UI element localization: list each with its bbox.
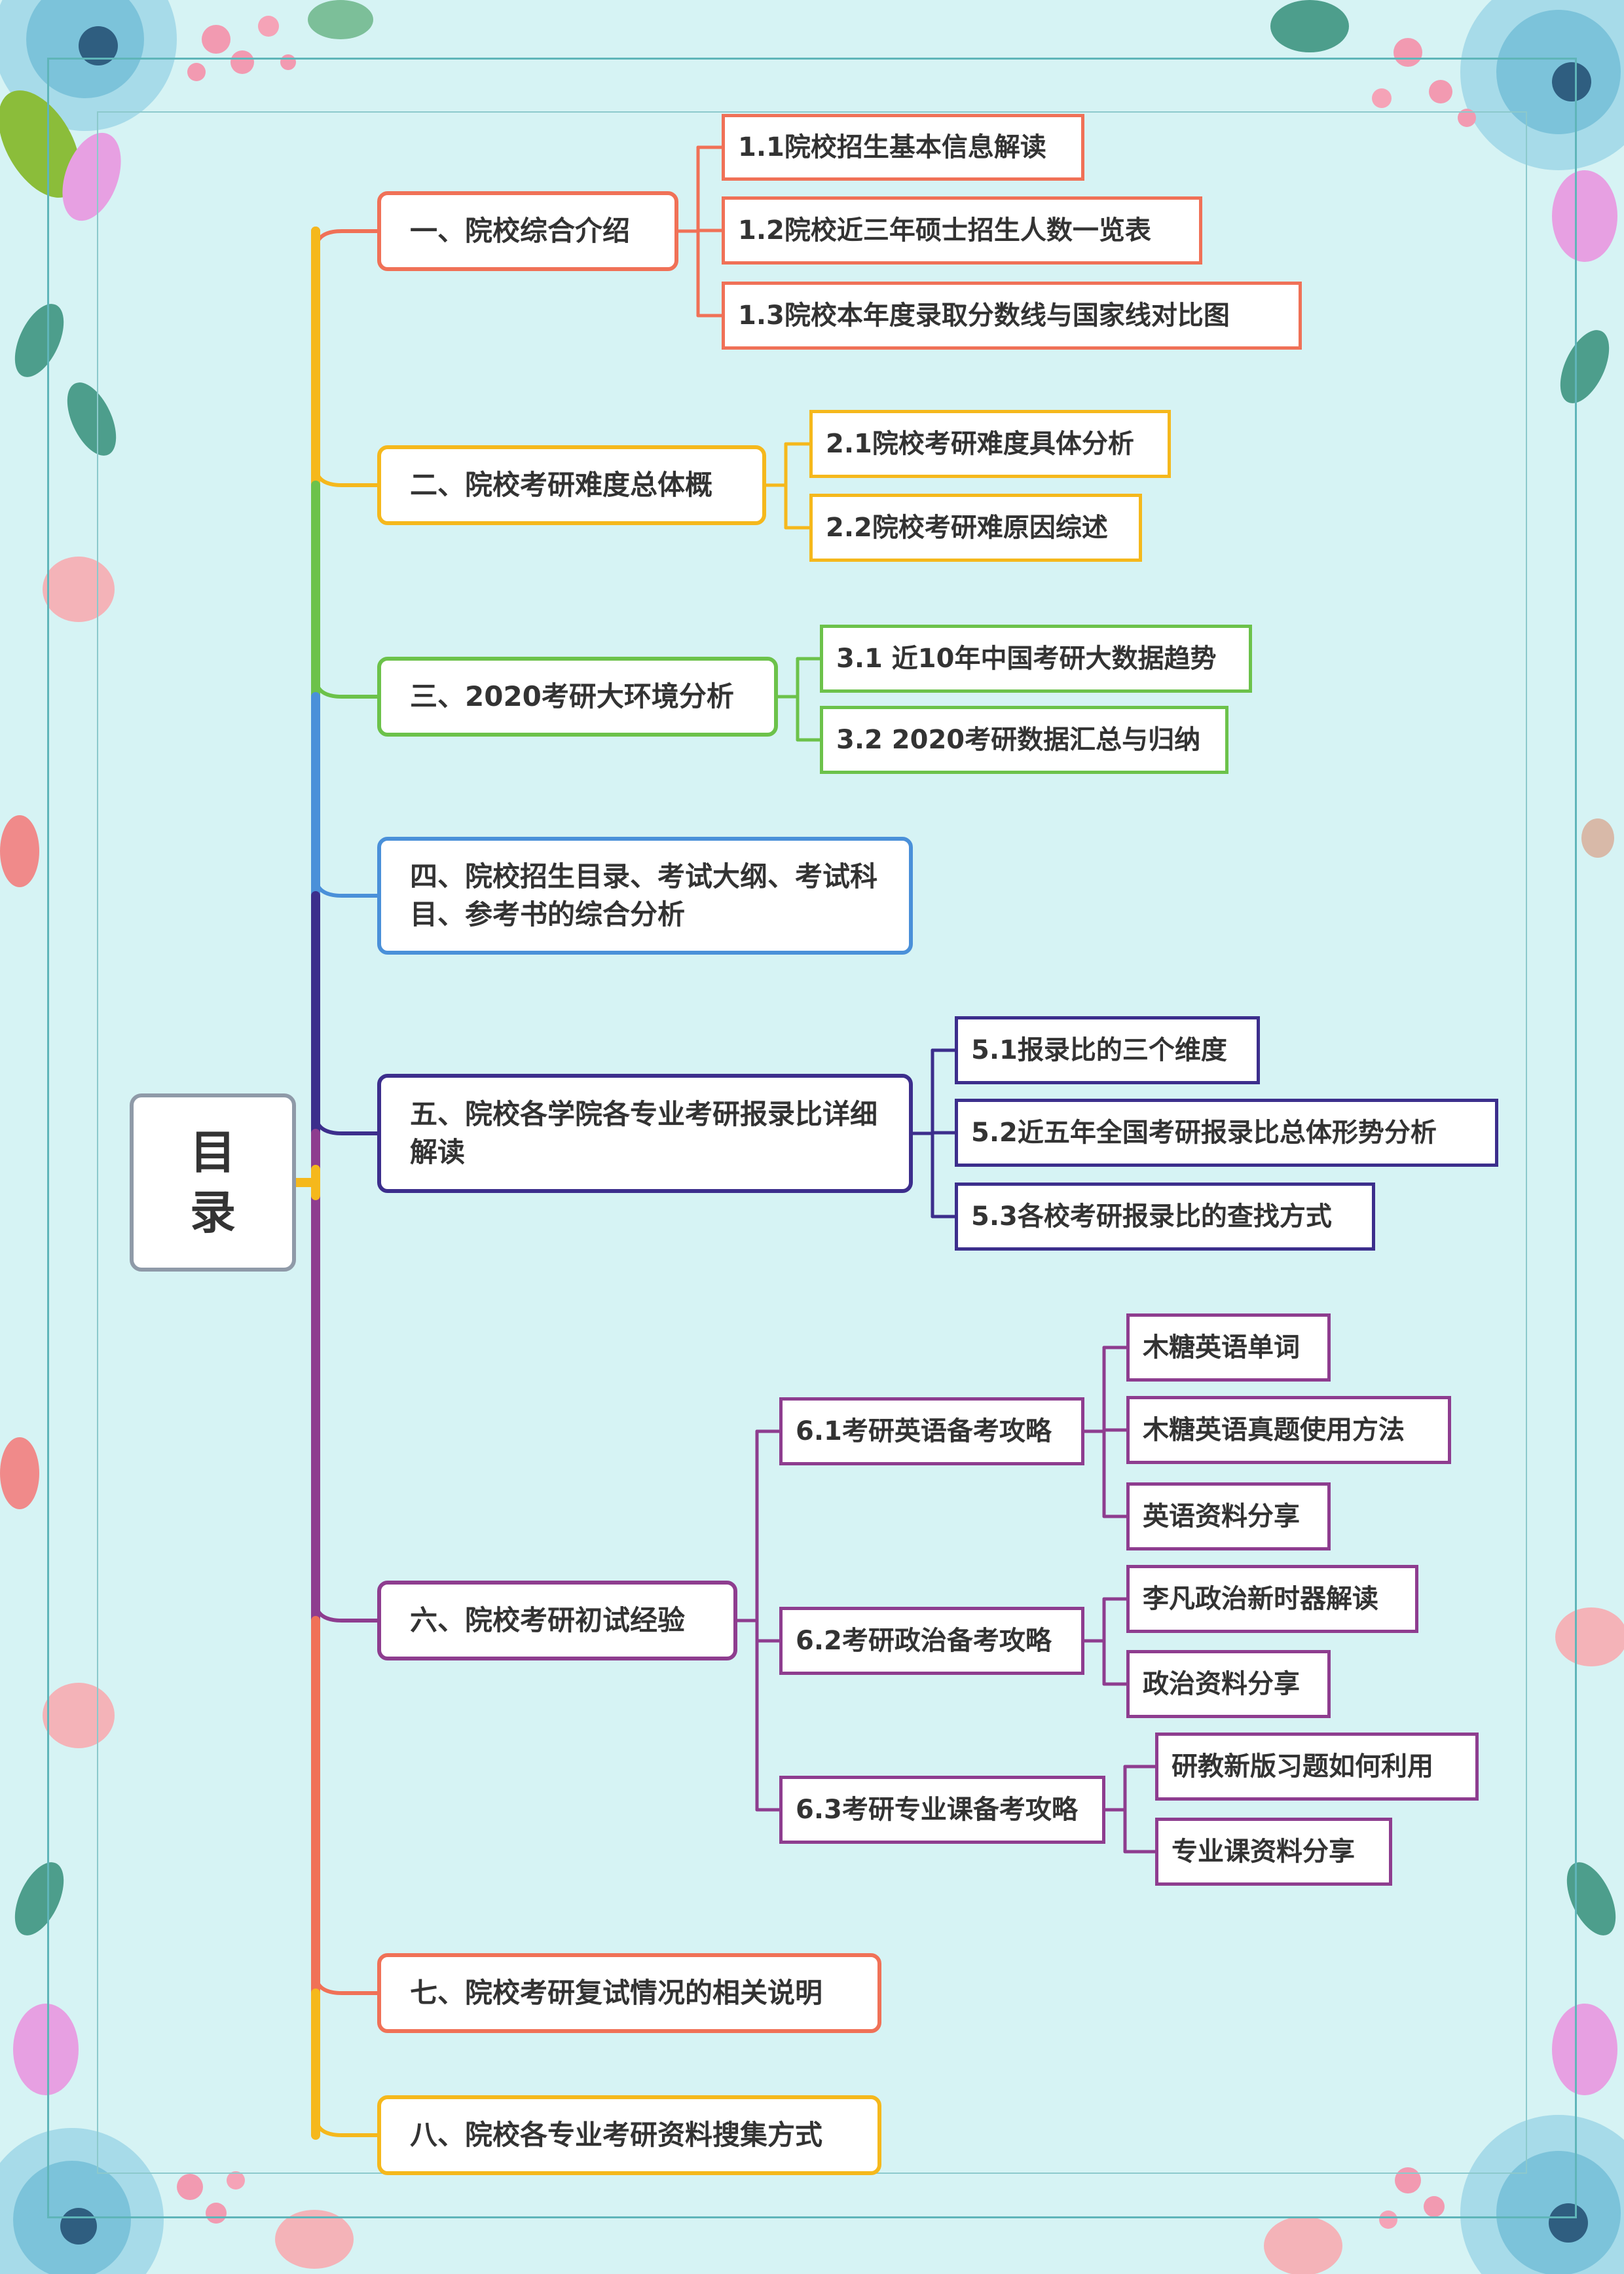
leaf-node-6-2-2-label: 政治资料分享 <box>1143 1669 1300 1699</box>
leaf-node-6-1-2-label: 木糖英语真题使用方法 <box>1143 1415 1405 1445</box>
subsection-node-6-3: 6.3考研专业课备考攻略 <box>779 1776 1105 1844</box>
subsection-node-2-2: 2.2院校考研难原因综述 <box>809 494 1142 562</box>
branch-link-5 <box>314 1113 377 1135</box>
section-node-3-label: 三、2020考研大环境分析 <box>410 680 734 712</box>
subsection-node-6-1-label: 6.1考研英语备考攻略 <box>796 1416 1052 1446</box>
subsection-node-1-3-label: 1.3院校本年度录取分数线与国家线对比图 <box>738 301 1230 331</box>
branch-link-3 <box>314 676 377 699</box>
section-node-2-label: 二、院校考研难度总体概 <box>410 469 713 501</box>
subsection-node-5-3: 5.3各校考研报录比的查找方式 <box>955 1183 1375 1251</box>
flower-decoration-bottom-left <box>0 1437 354 2274</box>
subsection-node-5-2-label: 5.2近五年全国考研报录比总体形势分析 <box>971 1118 1437 1148</box>
leaf-node-6-3-1: 研教新版习题如何利用 <box>1155 1733 1479 1801</box>
leaf-node-6-1-1: 木糖英语单词 <box>1126 1313 1331 1382</box>
subsection-node-3-1: 3.1 近10年中国考研大数据趋势 <box>820 625 1252 693</box>
subsection-node-5-1: 5.1报录比的三个维度 <box>955 1016 1260 1084</box>
subsection-node-5-3-label: 5.3各校考研报录比的查找方式 <box>971 1201 1332 1232</box>
subsection-node-6-1: 6.1考研英语备考攻略 <box>779 1397 1084 1465</box>
subsection-node-1-1-label: 1.1院校招生基本信息解读 <box>738 132 1046 162</box>
subsection-node-1-2-label: 1.2院校近三年硕士招生人数一览表 <box>738 215 1151 246</box>
section-node-7-label: 七、院校考研复试情况的相关说明 <box>410 1977 823 2009</box>
root-label: 目录 <box>190 1126 236 1239</box>
subsection-node-2-2-label: 2.2院校考研难原因综述 <box>826 513 1108 543</box>
subsection-node-1-2: 1.2院校近三年硕士招生人数一览表 <box>722 196 1202 265</box>
branch-link-8 <box>314 2115 377 2137</box>
root-node: 目录 <box>130 1093 296 1272</box>
subsection-node-3-1-label: 3.1 近10年中国考研大数据趋势 <box>836 644 1217 674</box>
section-node-7: 七、院校考研复试情况的相关说明 <box>377 1953 881 2033</box>
flower-decoration-bottom-right <box>1264 1607 1624 2274</box>
subsection-node-6-3-label: 6.3考研专业课备考攻略 <box>796 1795 1078 1825</box>
section-node-1: 一、院校综合介绍 <box>377 191 678 271</box>
leaf-node-6-1-3-label: 英语资料分享 <box>1143 1501 1300 1531</box>
flower-decoration-top-right <box>1270 0 1624 858</box>
connector-lines <box>291 145 1157 2140</box>
leaf-node-6-2-1: 李凡政治新时器解读 <box>1126 1565 1418 1633</box>
subsection-node-1-3: 1.3院校本年度录取分数线与国家线对比图 <box>722 282 1302 350</box>
section-node-2: 二、院校考研难度总体概 <box>377 445 766 525</box>
subsection-node-2-1: 2.1院校考研难度具体分析 <box>809 410 1171 478</box>
subsection-node-3-2: 3.2 2020考研数据汇总与归纳 <box>820 706 1228 774</box>
leaf-node-6-1-3: 英语资料分享 <box>1126 1482 1331 1550</box>
subsection-node-3-2-label: 3.2 2020考研数据汇总与归纳 <box>836 725 1201 755</box>
subsection-node-5-1-label: 5.1报录比的三个维度 <box>971 1035 1227 1065</box>
leaf-node-6-1-1-label: 木糖英语单词 <box>1143 1332 1300 1363</box>
subsection-node-2-1-label: 2.1院校考研难度具体分析 <box>826 429 1134 459</box>
section-node-1-label: 一、院校综合介绍 <box>410 215 631 247</box>
section-node-4-label: 四、院校招生目录、考试大纲、考试科目、参考书的综合分析 <box>410 860 878 930</box>
subsection-node-6-2: 6.2考研政治备考攻略 <box>779 1607 1084 1675</box>
leaf-node-6-2-2: 政治资料分享 <box>1126 1650 1331 1718</box>
branch-link-4 <box>314 875 377 898</box>
leaf-node-6-3-1-label: 研教新版习题如何利用 <box>1172 1751 1433 1782</box>
leaf-node-6-3-2: 专业课资料分享 <box>1155 1818 1392 1886</box>
branch-link-6 <box>314 1600 377 1623</box>
leaf-node-6-1-2: 木糖英语真题使用方法 <box>1126 1396 1451 1464</box>
subsection-node-1-1: 1.1院校招生基本信息解读 <box>722 114 1084 181</box>
leaf-node-6-2-1-label: 李凡政治新时器解读 <box>1143 1584 1378 1614</box>
branch-link-7 <box>314 1973 377 1995</box>
branch-link-1 <box>314 229 377 251</box>
section-node-8: 八、院校各专业考研资料搜集方式 <box>377 2095 881 2175</box>
section-node-4: 四、院校招生目录、考试大纲、考试科目、参考书的综合分析 <box>377 837 913 955</box>
section-node-6: 六、院校考研初试经验 <box>377 1581 737 1660</box>
section-node-5-label: 五、院校各学院各专业考研报录比详细解读 <box>410 1098 878 1168</box>
section-node-5: 五、院校各学院各专业考研报录比详细解读 <box>377 1074 913 1193</box>
section-node-6-label: 六、院校考研初试经验 <box>410 1604 686 1636</box>
subsection-node-5-2: 5.2近五年全国考研报录比总体形势分析 <box>955 1099 1498 1167</box>
branch-link-2 <box>314 465 377 487</box>
section-node-3: 三、2020考研大环境分析 <box>377 657 778 737</box>
subsection-node-6-2-label: 6.2考研政治备考攻略 <box>796 1626 1052 1656</box>
section-node-8-label: 八、院校各专业考研资料搜集方式 <box>410 2119 823 2151</box>
leaf-node-6-3-2-label: 专业课资料分享 <box>1172 1837 1355 1867</box>
